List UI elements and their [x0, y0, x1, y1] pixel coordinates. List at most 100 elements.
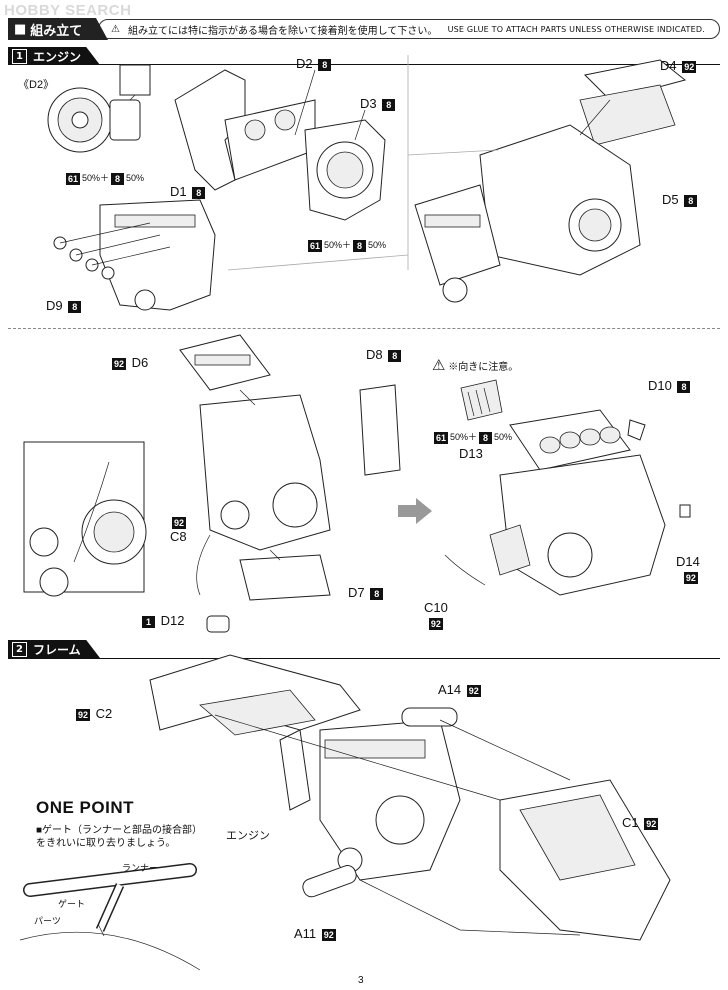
- a14-text: A14: [438, 682, 462, 697]
- oil-filter-d12-illustration: [206, 615, 230, 633]
- assembly-header-tab: ■ 組み立て: [8, 18, 108, 40]
- part-d3-label: D3 8: [360, 96, 397, 111]
- engine-closeup-illustration: [23, 441, 147, 597]
- paint-code-61: 61: [308, 239, 323, 252]
- d9-text: D9: [46, 298, 63, 313]
- glue-instruction-bar: ⚠ 組み立てには特に指示がある場合を除いて接着剤を使用して下さい。 USE GL…: [98, 19, 720, 39]
- d2-text: D2: [296, 56, 313, 71]
- parts-label: パーツ: [34, 916, 61, 926]
- c8-text: C8: [170, 529, 187, 544]
- cylinder-head-d1-illustration: [53, 199, 216, 311]
- d10-text: D10: [648, 378, 672, 393]
- paint-code-92: 92: [428, 617, 443, 630]
- paint-code-92: 92: [321, 928, 336, 941]
- c10-text: C10: [424, 600, 448, 615]
- step-divider-1: [8, 328, 720, 329]
- d2-reference-illustration: [47, 64, 151, 153]
- paint-code-92: 92: [682, 60, 697, 73]
- paint-code-8: 8: [370, 587, 384, 600]
- part-d5-label: D5 8: [662, 192, 699, 207]
- section-1-number: 1: [12, 48, 27, 64]
- frame-assembly-illustration: [149, 654, 671, 941]
- step-divider-lines: [227, 55, 499, 271]
- section-2-title: フレーム: [33, 642, 81, 657]
- d8-text: D8: [366, 347, 383, 362]
- c1-text: C1: [622, 815, 639, 830]
- d7-text: D7: [348, 585, 365, 600]
- paint-code-92: 92: [112, 357, 127, 370]
- engine-oilpan-illustration: [179, 334, 401, 601]
- one-point-text: ■ゲート（ランナーと部品の接合部） をきれいに取り去りましょう。: [36, 824, 202, 850]
- part-a11-label: A11 92: [294, 926, 338, 941]
- paint-code-8: 8: [382, 98, 396, 111]
- part-d1-label: D1 8: [170, 184, 207, 199]
- d2-reference-label: 《D2》: [18, 79, 55, 91]
- paint-code-8: 8: [353, 239, 367, 252]
- section-1-rule: [8, 64, 720, 65]
- one-point-line-2: をきれいに取り去りましょう。: [36, 838, 176, 849]
- paint-mix-percent: 50%: [494, 432, 513, 442]
- part-d4-label: D4 92: [660, 58, 698, 73]
- part-d10-label: D10 8: [648, 378, 692, 393]
- part-a14-label: A14 92: [438, 682, 483, 697]
- paint-code-1: 1: [142, 615, 155, 628]
- warning-icon: ⚠: [111, 23, 120, 35]
- paint-code-8: 8: [677, 380, 691, 393]
- paint-code-92: 92: [644, 817, 659, 830]
- one-point-line-1: ■ゲート（ランナーと部品の接合部）: [36, 825, 203, 836]
- paint-code-8: 8: [479, 431, 493, 444]
- d6-text: D6: [131, 355, 149, 370]
- step-arrow-icon: [398, 498, 432, 524]
- section-2-number: 2: [12, 641, 27, 657]
- paint-code-61: 61: [434, 431, 449, 444]
- a11-text: A11: [294, 926, 317, 941]
- paint-code-8: 8: [192, 186, 206, 199]
- paint-code-8: 8: [68, 300, 82, 313]
- d14-text: D14: [676, 554, 700, 569]
- runner-label: ランナー: [122, 863, 159, 873]
- d12-text: D12: [160, 613, 185, 628]
- c2-text: C2: [95, 706, 113, 721]
- part-d6-label: 92 D6: [110, 355, 148, 370]
- d3-text: D3: [360, 96, 377, 111]
- section-2-tab: 2 フレーム: [8, 640, 100, 658]
- part-c2-label: 92 C2: [74, 706, 112, 721]
- watermark-logo: HOBBY SEARCH: [4, 2, 132, 19]
- paint-code-8: 8: [318, 58, 332, 71]
- paint-code-61: 61: [66, 172, 81, 185]
- part-d7-label: D7 8: [348, 585, 385, 600]
- crankcase-illustration: [174, 69, 386, 221]
- paint-mix-plus: 50%＋: [82, 173, 110, 183]
- engine-complete-illustration: [444, 409, 691, 596]
- part-d12-label: 1 D12: [140, 613, 184, 628]
- paint-code-8: 8: [111, 172, 125, 185]
- engine-assembled-illustration: [414, 59, 687, 303]
- d5-text: D5: [662, 192, 679, 207]
- gate-removal-illustration: [19, 863, 201, 971]
- paint-code-8: 8: [388, 349, 402, 362]
- section-2-rule: [8, 658, 720, 659]
- paint-code-8: 8: [684, 194, 698, 207]
- assembly-title: 組み立て: [30, 23, 83, 39]
- glue-note-jp: 組み立てには特に指示がある場合を除いて接着剤を使用して下さい。: [127, 25, 438, 37]
- part-c1-label: C1 92: [622, 815, 660, 830]
- part-d9-label: D9 8: [46, 298, 83, 313]
- paint-mix-percent: 50%: [368, 240, 387, 250]
- engine-label: エンジン: [226, 830, 270, 842]
- part-d13-label: D13: [459, 446, 483, 461]
- caution-text: ※向きに注意。: [448, 362, 519, 373]
- part-d13-illustration: [460, 379, 503, 421]
- part-d8-label: D8 8: [366, 347, 403, 362]
- paint-mix-plus: 50%＋: [450, 432, 478, 442]
- paint-code-92: 92: [172, 516, 187, 529]
- section-1-tab: 1 エンジン: [8, 47, 100, 65]
- paint-code-92: 92: [683, 571, 698, 584]
- paint-code-92: 92: [76, 708, 91, 721]
- glue-note-en: USE GLUE TO ATTACH PARTS UNLESS OTHERWIS…: [447, 24, 705, 34]
